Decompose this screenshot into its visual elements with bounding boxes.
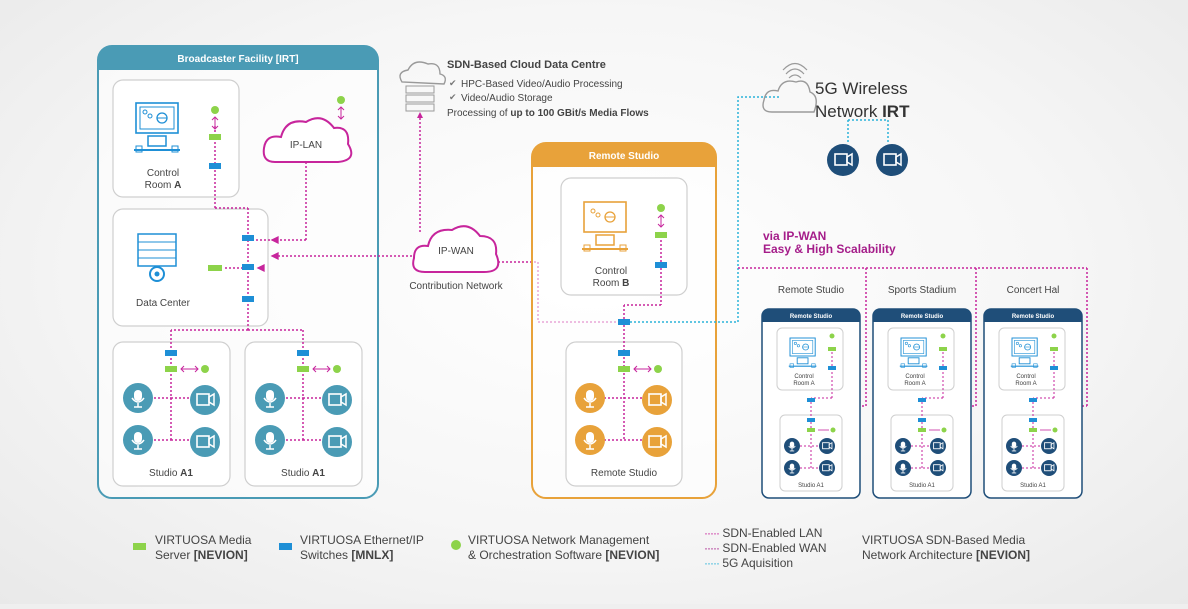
studio-a1-label-1: Studio A1 [149,468,193,479]
switch-block [209,163,221,169]
remote-studio-title: Remote Studio [589,151,660,162]
switch-swatch [279,543,292,550]
site-studio-label: Studio A1 [909,483,935,489]
legend-5g: ····· 5G Aquisition [704,556,794,570]
control-room-b-line1: Control [595,266,627,277]
cloud-dc-processing: Processing of up to 100 GBit/s Media Flo… [447,108,649,119]
5g-wireless: 5G Wireless Network IRT [762,62,910,176]
facility-title: Broadcaster Facility [IRT] [177,54,298,65]
site-label: Sports Stadium [888,285,956,296]
camera-5g-icon [876,144,908,176]
cloud-dc-item-1: HPC-Based Video/Audio Processing [461,79,623,90]
site-control-line1: Control [905,374,924,380]
control-room-a-line2: Room A [145,180,182,191]
media-server-block [209,134,221,140]
wireless-line1: 5G Wireless [815,79,908,98]
via-wan-line1: via IP-WAN [763,229,826,243]
cloud-data-centre: SDN-Based Cloud Data Centre ✔ HPC-Based … [399,59,649,119]
studio-a1-label-2: Studio A1 [281,468,325,479]
site-control-line2: Room A [904,381,925,387]
ip-wan-caption: Contribution Network [409,281,503,292]
remote-studio-inner-label: Remote Studio [591,468,658,479]
svg-text:✔: ✔ [449,78,457,88]
nmos-swatch [451,540,461,550]
site-studio-label: Studio A1 [1020,483,1046,489]
site-control-line2: Room A [1015,381,1036,387]
site-control-line1: Control [794,374,813,380]
site-box-title: Remote Studio [901,314,944,320]
legend-switches: VIRTUOSA Ethernet/IP Switches [MNLX] [300,533,424,562]
site-box-title: Remote Studio [1012,314,1055,320]
camera-icon [190,427,220,457]
camera-icon [930,438,946,454]
site-studio-label: Studio A1 [798,483,824,489]
camera-icon [190,385,220,415]
legend-lines: ····· SDN-Enabled LAN ····· SDN-Enabled … [704,526,827,571]
cloud-dc-item-2: Video/Audio Storage [461,93,553,104]
camera-icon [322,427,352,457]
camera-icon [930,460,946,476]
site-label: Remote Studio [778,285,845,296]
remote-studio-main: Remote Studio Control Room B Remote Stud… [531,142,717,499]
data-center-box [112,208,269,327]
camera-icon [1041,460,1057,476]
media-server-swatch [133,543,146,550]
control-room-b-icon [582,201,628,252]
legend-media-server: VIRTUOSA Media Server [NEVION] [155,533,252,562]
ip-wan: IP-WAN Contribution Network [409,112,624,323]
control-room-b-line2: Room B [593,278,630,289]
5g-lines [630,96,889,323]
wireless-line2: Network IRT [815,102,910,121]
legend-wan: ····· SDN-Enabled WAN [704,541,827,555]
site-label: Concert Hal [1007,285,1060,296]
legend-architecture: VIRTUOSA SDN-Based Media Network Archite… [862,533,1031,562]
ip-wan-label: IP-WAN [438,246,474,257]
site-control-line2: Room A [793,381,814,387]
via-wan-line2: Easy & High Scalability [763,242,896,256]
camera-icon [322,385,352,415]
wan-arrows [256,235,279,273]
control-room-a-line1: Control [147,168,179,179]
legend-nmos: VIRTUOSA Network Management & Orchestrat… [468,533,660,562]
nmos-dot [211,106,219,114]
site-control-line1: Control [1016,374,1035,380]
wireless-cloud-icon [762,62,817,113]
camera-5g-icon [827,144,859,176]
legend-lan: ····· SDN-Enabled LAN [704,526,823,540]
ip-lan-cloud-icon [262,117,353,163]
data-center-label: Data Center [136,298,191,309]
camera-icon [819,460,835,476]
camera-icon [819,438,835,454]
site-box-title: Remote Studio [790,314,833,320]
ip-wan-cloud-icon [412,225,500,273]
camera-icon [642,385,672,415]
facility-components [165,96,345,373]
ip-lan-label: IP-LAN [290,140,322,151]
svg-text:✔: ✔ [449,92,457,102]
facility-studio-devices [123,383,352,457]
camera-icon [642,427,672,457]
cloud-server-icon [399,61,447,112]
server-rack-icon [137,233,177,282]
cloud-dc-title: SDN-Based Cloud Data Centre [447,59,606,71]
camera-icon [1041,438,1057,454]
